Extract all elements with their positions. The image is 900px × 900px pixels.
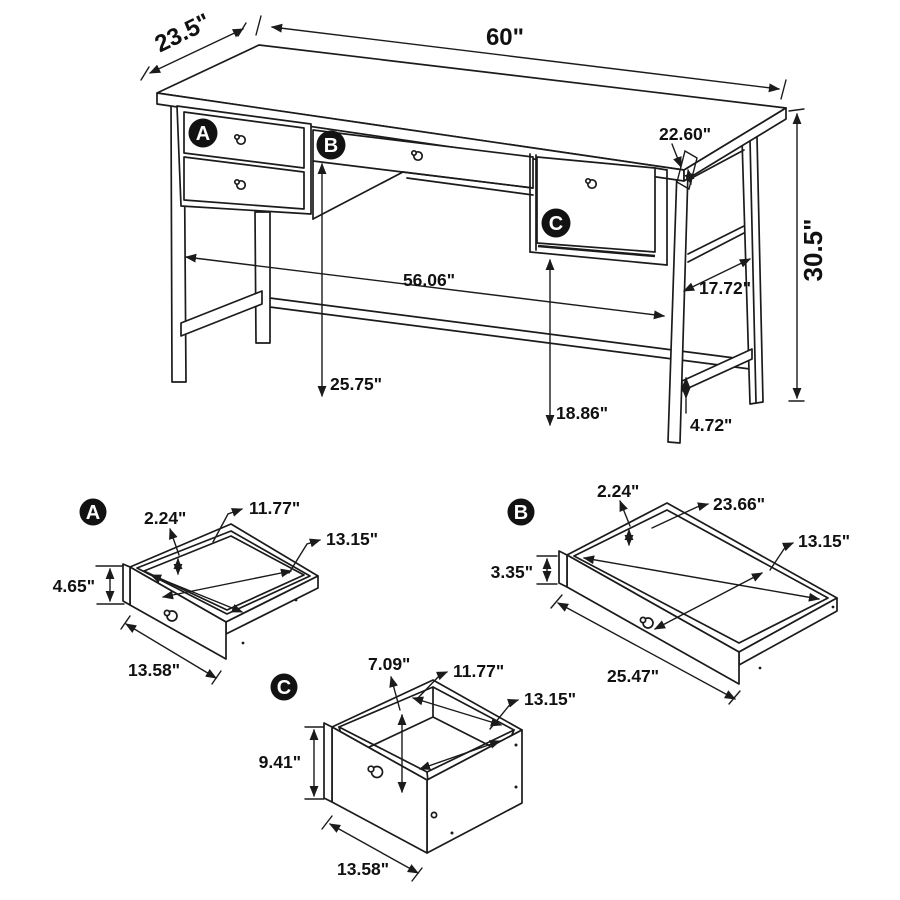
dim-desk-knee-clearance: 25.75" <box>317 162 382 398</box>
drawer-a-detail: A 4.65" 2.24" 11.77" 13.15" 13.58" <box>53 498 378 685</box>
drawer-knob <box>233 133 247 146</box>
dim-c-front-width: 13.58" <box>321 815 423 882</box>
svg-text:13.15": 13.15" <box>798 531 850 551</box>
svg-text:B: B <box>514 502 528 524</box>
drawer-knob <box>410 149 424 162</box>
dim-desk-height: 30.5" <box>788 108 828 402</box>
dim-a-front-height: 4.65" <box>53 565 125 605</box>
dim-desk-side-panel-depth: 17.72" <box>682 258 751 298</box>
drawer-c-detail: C 9.41" 7.09" 11.77" 13.15" 13.58" <box>259 654 576 882</box>
svg-text:22.60": 22.60" <box>659 124 711 144</box>
svg-text:2.24": 2.24" <box>144 508 186 528</box>
dim-c-inner-height: 7.09" <box>368 654 410 794</box>
svg-text:23.66": 23.66" <box>713 494 765 514</box>
svg-text:56.06": 56.06" <box>403 270 455 290</box>
marker-b-letter: B <box>324 135 338 157</box>
svg-text:17.72": 17.72" <box>699 278 751 298</box>
desk-legs <box>170 100 764 444</box>
marker-c-letter: C <box>549 213 563 235</box>
svg-text:60": 60" <box>486 24 524 51</box>
dim-desk-top-corner: 22.60" <box>659 124 711 191</box>
dim-c-front-height: 9.41" <box>259 726 325 800</box>
marker-b-badge: B <box>316 130 346 160</box>
svg-text:13.58": 13.58" <box>128 660 180 680</box>
dim-a-inner-depth: 13.15" <box>161 529 378 600</box>
drawer-knob <box>584 177 598 190</box>
dim-c-inner-depth: 13.15" <box>418 689 576 770</box>
dim-b-front-height: 3.35" <box>491 555 558 585</box>
svg-text:A: A <box>86 502 100 524</box>
svg-text:3.35": 3.35" <box>491 562 533 582</box>
desk-drawing: A B C 60" 23.5" 30.5" <box>140 8 828 444</box>
svg-text:13.15": 13.15" <box>326 529 378 549</box>
svg-text:25.75": 25.75" <box>330 374 382 394</box>
dim-desk-width: 60" <box>255 15 787 100</box>
drawer-knob <box>233 178 247 191</box>
dim-b-rim-inset: 2.24" <box>597 481 639 547</box>
drawer-a-badge: A <box>79 498 107 526</box>
svg-text:13.58": 13.58" <box>337 859 389 879</box>
dim-b-front-width: 25.47" <box>550 594 741 705</box>
drawer-c-badge: C <box>270 673 298 701</box>
svg-text:13.15": 13.15" <box>524 689 576 709</box>
svg-text:30.5": 30.5" <box>798 219 828 282</box>
dim-a-front-width: 13.58" <box>120 615 222 685</box>
svg-text:11.77": 11.77" <box>453 661 504 681</box>
drawer-b-detail: B 2.24" 23.66" 13.15" 3.35" 25.47" <box>491 481 850 705</box>
svg-text:2.24": 2.24" <box>597 481 639 501</box>
drawer-a-box <box>122 523 319 660</box>
svg-text:9.41": 9.41" <box>259 752 301 772</box>
drawer-c-box <box>323 679 523 854</box>
drawer-c-front <box>536 156 656 253</box>
marker-a-badge: A <box>188 118 218 148</box>
dim-c-inner-width: 11.77" <box>411 661 504 727</box>
marker-a-letter: A <box>196 123 210 145</box>
svg-text:18.86": 18.86" <box>556 403 608 423</box>
svg-text:4.72": 4.72" <box>690 415 732 435</box>
drawer-knob <box>367 765 384 779</box>
desk-right-pedestal <box>529 153 668 266</box>
svg-text:7.09": 7.09" <box>368 654 410 674</box>
drawer-b-badge: B <box>507 498 535 526</box>
svg-text:23.5": 23.5" <box>151 8 215 58</box>
dim-desk-leg-span: 56.06" <box>184 253 666 320</box>
svg-text:25.47": 25.47" <box>607 666 659 686</box>
desk-center-drawer <box>312 129 534 220</box>
drawer-b-box <box>558 502 838 685</box>
svg-text:C: C <box>277 677 291 699</box>
dim-desk-stretcher-height: 4.72" <box>681 376 732 435</box>
dim-desk-under-drawer-clearance: 18.86" <box>545 258 608 427</box>
svg-text:11.77": 11.77" <box>249 498 300 518</box>
svg-text:4.65": 4.65" <box>53 576 95 596</box>
marker-c-badge: C <box>541 208 571 238</box>
